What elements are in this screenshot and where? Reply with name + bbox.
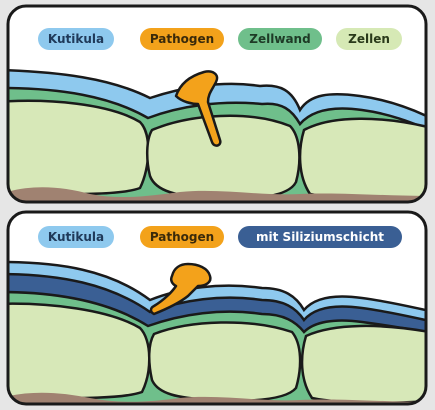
- legend-label-kutikula-bottom: Kutikula: [48, 230, 104, 244]
- legend-item-silizium: mit Siliziumschicht: [238, 226, 402, 248]
- legend-label-pathogen-bottom: Pathogen: [150, 230, 214, 244]
- legend-item-pathogen: Pathogen: [140, 28, 224, 50]
- cell-top-1: [0, 101, 148, 194]
- legend-label-pathogen: Pathogen: [150, 32, 214, 46]
- cell-top-3: [300, 119, 435, 199]
- legend-label-silizium: mit Siliziumschicht: [256, 230, 384, 244]
- cell-top-2: [147, 116, 299, 199]
- cell-bottom-2: [149, 322, 300, 400]
- legend-item-zellen: Zellen: [336, 28, 402, 50]
- legend-item-pathogen-bottom: Pathogen: [140, 226, 224, 248]
- panel-bottom: Kutikula Pathogen mit Siliziumschicht: [0, 212, 435, 410]
- legend-label-kutikula: Kutikula: [48, 32, 104, 46]
- legend-item-zellwand: Zellwand: [238, 28, 322, 50]
- legend-label-zellen: Zellen: [348, 32, 390, 46]
- panel-top: Kutikula Pathogen Zellwand Zellen: [0, 6, 435, 210]
- legend-item-kutikula-bottom: Kutikula: [38, 226, 114, 248]
- legend-label-zellwand: Zellwand: [249, 32, 310, 46]
- cell-bottom-3: [302, 326, 435, 403]
- legend-bottom: Kutikula Pathogen mit Siliziumschicht: [38, 226, 402, 248]
- legend-top: Kutikula Pathogen Zellwand Zellen: [38, 28, 402, 50]
- legend-item-kutikula: Kutikula: [38, 28, 114, 50]
